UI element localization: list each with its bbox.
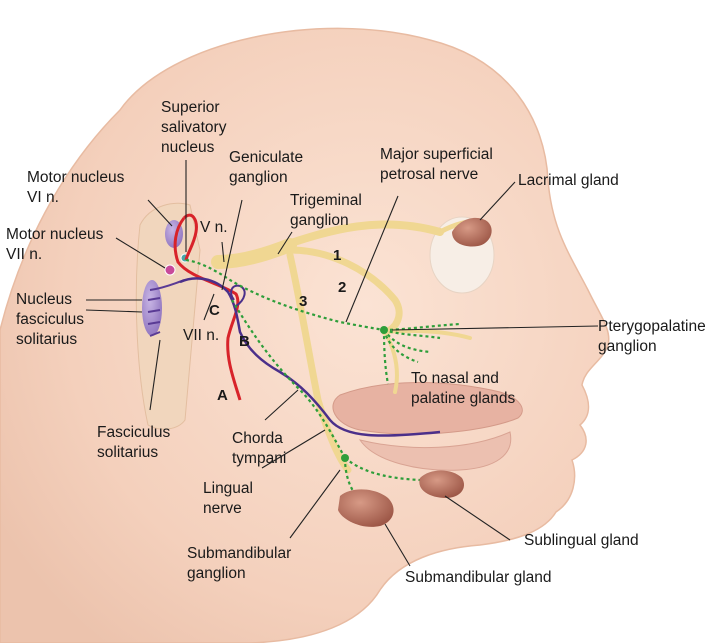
label-vii-n: VII n.	[183, 327, 219, 344]
marker-branch-1: 1	[333, 247, 341, 264]
label-v-n: V n.	[200, 219, 228, 236]
marker-b: B	[239, 333, 250, 350]
marker-branch-3: 3	[299, 293, 307, 310]
label-pterygopalatine-ganglion: Pterygopalatine ganglion	[598, 318, 710, 355]
label-lacrimal-gland: Lacrimal gland	[518, 172, 619, 189]
submandibular-ganglion	[341, 454, 349, 462]
motor-nucleus-vii	[165, 265, 175, 275]
marker-branch-2: 2	[338, 279, 346, 296]
marker-c: C	[209, 302, 220, 319]
pterygopalatine-ganglion	[380, 326, 388, 334]
marker-a: A	[217, 387, 228, 404]
label-sublingual-gland: Sublingual gland	[524, 532, 639, 549]
label-submandibular-gland: Submandibular gland	[405, 569, 552, 586]
